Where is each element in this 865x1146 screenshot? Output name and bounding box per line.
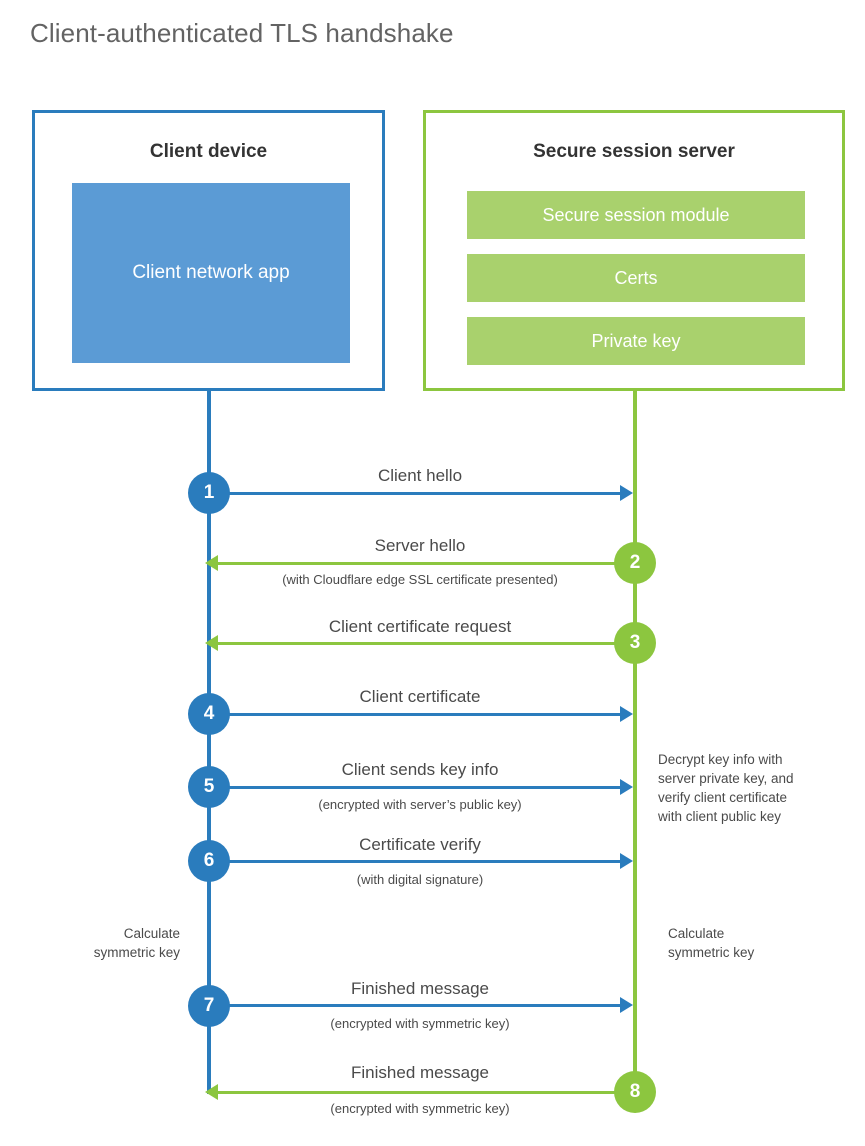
step-2-arrow-head-icon <box>205 555 218 571</box>
server-calc-key-line-2: symmetric key <box>668 945 755 961</box>
step-3-arrow-head-icon <box>205 635 218 651</box>
server-decrypt-note-line-3: verify client certificate <box>658 790 788 806</box>
step-8-arrow-head-icon <box>205 1084 218 1100</box>
step-4-arrow-line <box>209 713 622 716</box>
step-1-arrow-head-icon <box>620 485 633 501</box>
step-6-arrow-line <box>209 860 622 863</box>
step-7-sublabel: (encrypted with symmetric key) <box>330 1016 510 1031</box>
step-4-arrow-head-icon <box>620 706 633 722</box>
step-7-badge: 7 <box>188 985 230 1027</box>
step-6-sublabel: (with digital signature) <box>356 872 484 887</box>
server-decrypt-note-line-2: server private key, and <box>658 771 794 787</box>
step-5-arrow-line <box>209 786 622 789</box>
step-5-arrow-head-icon <box>620 779 633 795</box>
client-calculate-symmetric-key-note: Calculate symmetric key <box>40 924 180 962</box>
step-8-arrow-line <box>216 1091 635 1094</box>
server-tile-private-key: Private key <box>467 317 805 365</box>
step-5-sublabel: (encrypted with server’s public key) <box>318 797 522 812</box>
client-network-app-tile: Client network app <box>72 183 350 363</box>
step-3-arrow-line <box>216 642 635 645</box>
server-lifeline <box>633 391 637 1094</box>
step-1-label: Client hello <box>377 466 463 485</box>
step-5-badge: 5 <box>188 766 230 808</box>
client-calc-key-line-1: Calculate <box>123 926 180 941</box>
step-7-arrow-head-icon <box>620 997 633 1013</box>
secure-session-server-title: Secure session server <box>533 141 735 162</box>
step-2-sublabel: (with Cloudflare edge SSL certificate pr… <box>282 572 558 587</box>
client-lifeline <box>207 391 211 1094</box>
step-4-label: Client certificate <box>359 687 481 706</box>
server-calc-key-line-1: Calculate <box>668 926 725 941</box>
step-7-label: Finished message <box>351 979 489 998</box>
client-device-title: Client device <box>149 141 268 162</box>
step-2-label: Server hello <box>374 536 466 555</box>
server-tile-secure-session-module: Secure session module <box>467 191 805 239</box>
step-6-arrow-head-icon <box>620 853 633 869</box>
step-3-badge: 3 <box>614 622 656 664</box>
client-calc-key-line-2: symmetric key <box>93 945 180 961</box>
secure-session-server-box: Secure session server Secure session mod… <box>423 110 845 391</box>
step-5-label: Client sends key info <box>341 760 499 779</box>
server-tile-certs: Certs <box>467 254 805 302</box>
server-calculate-symmetric-key-note: Calculate symmetric key <box>668 924 818 962</box>
step-2-arrow-line <box>216 562 635 565</box>
server-decrypt-note: Decrypt key info with server private key… <box>658 750 828 827</box>
step-2-badge: 2 <box>614 542 656 584</box>
step-1-arrow-line <box>209 492 622 495</box>
step-3-label: Client certificate request <box>328 617 512 636</box>
server-decrypt-note-line-4: with client public key <box>658 809 782 825</box>
step-6-badge: 6 <box>188 840 230 882</box>
page-title: Client-authenticated TLS handshake <box>30 18 454 48</box>
step-8-label: Finished message <box>351 1063 489 1082</box>
step-8-sublabel: (encrypted with symmetric key) <box>330 1101 510 1116</box>
step-8-badge: 8 <box>614 1071 656 1113</box>
server-decrypt-note-line-1: Decrypt key info with <box>658 752 783 767</box>
client-device-box: Client device Client network app <box>32 110 385 391</box>
step-1-badge: 1 <box>188 472 230 514</box>
step-4-badge: 4 <box>188 693 230 735</box>
step-7-arrow-line <box>209 1004 622 1007</box>
step-6-label: Certificate verify <box>359 835 481 854</box>
